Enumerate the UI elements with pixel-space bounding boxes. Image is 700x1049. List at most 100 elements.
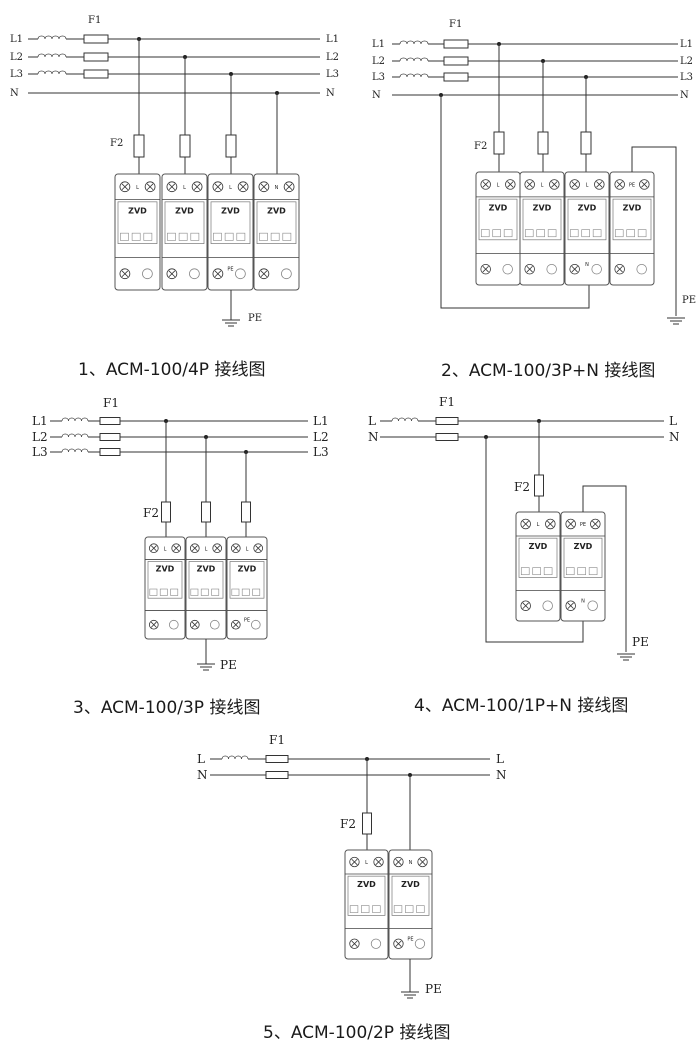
line-label-right: L3 [680,72,693,83]
fuse-f1-label: F1 [103,396,119,410]
indicator-window [349,905,359,913]
line-label-right: L [496,752,504,766]
inductor-icon [61,417,89,422]
fuse-f1-icon [435,433,459,441]
fuse-f2-label: F2 [143,506,159,520]
indicator-window [149,588,158,596]
fuse-f1-icon [99,448,121,456]
fuse-f2-icon [241,501,251,523]
pe-label: PE [248,313,262,324]
indicator-window [581,229,590,238]
terminal-label-top: PE [629,183,635,189]
fuse-f1-icon [83,34,109,44]
line-label-right: L1 [680,39,693,50]
inductor-icon [399,73,429,78]
indicator-window [520,567,530,576]
inductor-icon [37,70,67,75]
terminal-label-top: L [541,183,544,189]
indicator-window [131,232,141,241]
fuse-f1-icon [443,56,469,66]
indicator-window [200,588,209,596]
indicator-window [588,567,598,576]
line-label-left: N [372,90,381,101]
fuse-f1-label: F1 [439,395,455,409]
brand-label: ZVD [238,565,257,574]
caption-5: 5、ACM-100/2P 接线图 [263,1023,451,1043]
terminal-label-bottom: PE [244,618,250,624]
line-label-left: L1 [372,39,385,50]
terminal-label-bottom: PE [227,266,233,272]
line-label-left: L2 [32,430,48,444]
indicator-window [565,567,575,576]
inductor-icon [399,40,429,45]
indicator-window [577,567,586,576]
indicator-window [614,229,624,238]
caption-4: 4、ACM-100/1P+N 接线图 [414,696,629,716]
terminal-label-top: L [365,860,368,866]
fuse-f1-icon [99,433,121,441]
fuse-f2-icon [362,812,372,835]
indicator-window [592,229,602,238]
indicator-window [190,232,200,241]
line-label-left: L2 [10,52,23,63]
indicator-window [569,229,579,238]
line-label-right: L3 [313,445,329,459]
indicator-window [224,232,234,241]
line-label-right: L1 [326,34,339,45]
inductor-icon [37,35,67,40]
indicator-window [231,588,240,596]
fuse-f1-icon [83,69,109,79]
line-label-left: L3 [32,445,48,459]
line-label-right: L3 [326,69,339,80]
indicator-window [503,229,513,238]
line-label-left: L2 [372,56,385,67]
brand-label: ZVD [175,206,194,215]
fuse-f1-icon [99,417,121,425]
indicator-window [492,229,501,238]
brand-label: ZVD [623,203,642,212]
fuse-f2-label: F2 [340,817,356,831]
fuse-f2-icon [179,134,191,158]
fuse-f2-label: F2 [514,480,530,494]
terminal-label-bottom: N [585,262,589,268]
line-label-left: L1 [32,414,48,428]
spd-module: L ZVD [144,536,186,640]
terminal-label-top: PE [580,522,586,528]
inductor-icon [399,57,429,62]
terminal-label-top: L [164,546,167,552]
terminal-label-top: L [497,183,500,189]
indicator-window [252,588,261,596]
indicator-window [213,232,222,241]
terminal-label-top: L [246,546,249,552]
indicator-window [282,232,292,241]
ground-icon [197,663,215,671]
fuse-f1-icon [265,755,289,763]
terminal-label-top: L [229,185,232,191]
indicator-window [637,229,647,238]
fuse-f1-icon [435,417,459,425]
fuse-f1-icon [443,72,469,82]
terminal-label-top: L [586,183,589,189]
inductor-icon [61,448,89,453]
ground-icon [617,653,635,661]
fuse-f2-icon [493,131,505,155]
fuse-f2-label: F2 [110,138,123,149]
brand-label: ZVD [529,542,548,551]
fuse-f2-label: F2 [474,141,487,152]
brand-label: ZVD [156,565,175,574]
terminal-label-bottom: N [581,598,585,604]
indicator-window [241,588,250,596]
indicator-window [543,567,553,576]
indicator-window [159,588,168,596]
line-label-right: L2 [680,56,693,67]
line-label-right: N [669,430,680,444]
caption-1: 1、ACM-100/4P 接线图 [78,360,266,380]
indicator-window [143,232,153,241]
inductor-icon [221,755,249,760]
